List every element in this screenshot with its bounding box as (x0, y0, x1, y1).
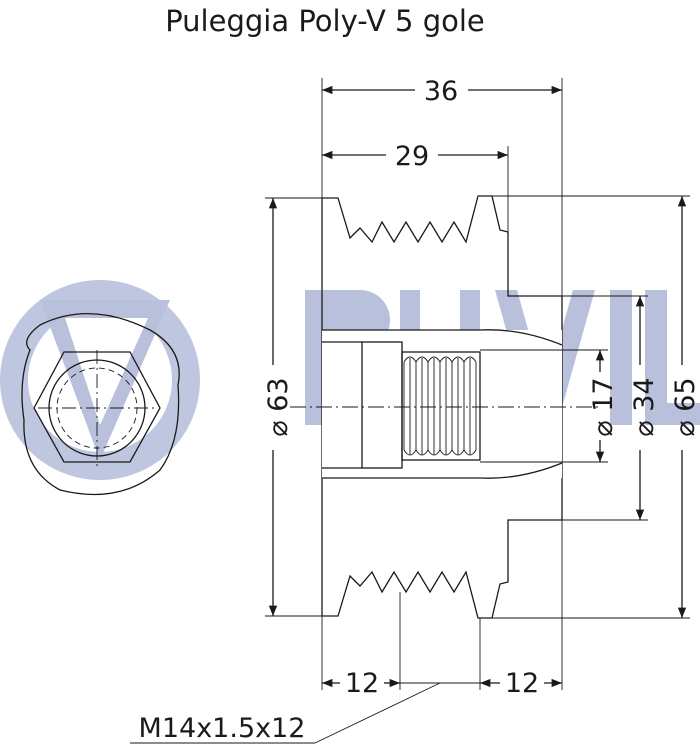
dim-dia-63-value: 63 (263, 377, 294, 411)
dim-dia-34: ⌀ 34 (629, 377, 660, 436)
pulley-section (290, 195, 600, 619)
diameter-symbol: ⌀ (588, 420, 619, 436)
dim-overall-width: 36 (424, 76, 458, 107)
brand-watermark (0, 280, 700, 480)
diameter-symbol: ⌀ (263, 420, 294, 436)
dim-groove-width: 29 (395, 141, 429, 172)
dim-dia-17: ⌀ 17 (588, 377, 619, 436)
thread-note: M14x1.5x12 (139, 713, 306, 744)
extension-lines (265, 78, 690, 690)
dim-dia-63: ⌀ 63 (263, 377, 294, 436)
thread (403, 356, 477, 456)
dim-dia-65-value: 65 (670, 377, 700, 411)
drawing-title: Puleggia Poly-V 5 gole (165, 4, 485, 38)
dimension-lines (130, 85, 687, 744)
front-view (21, 312, 180, 496)
dim-dia-34-value: 34 (629, 377, 660, 411)
dimension-labels: 36 29 ⌀ 63 ⌀ 17 ⌀ 34 ⌀ 65 12 12 M14x1.5x… (139, 76, 700, 744)
diameter-symbol: ⌀ (670, 420, 700, 436)
dim-dia-17-value: 17 (588, 377, 619, 411)
dim-right-depth: 12 (505, 668, 539, 699)
dim-dia-65: ⌀ 65 (670, 377, 700, 436)
dim-left-depth: 12 (345, 668, 379, 699)
diameter-symbol: ⌀ (629, 420, 660, 436)
